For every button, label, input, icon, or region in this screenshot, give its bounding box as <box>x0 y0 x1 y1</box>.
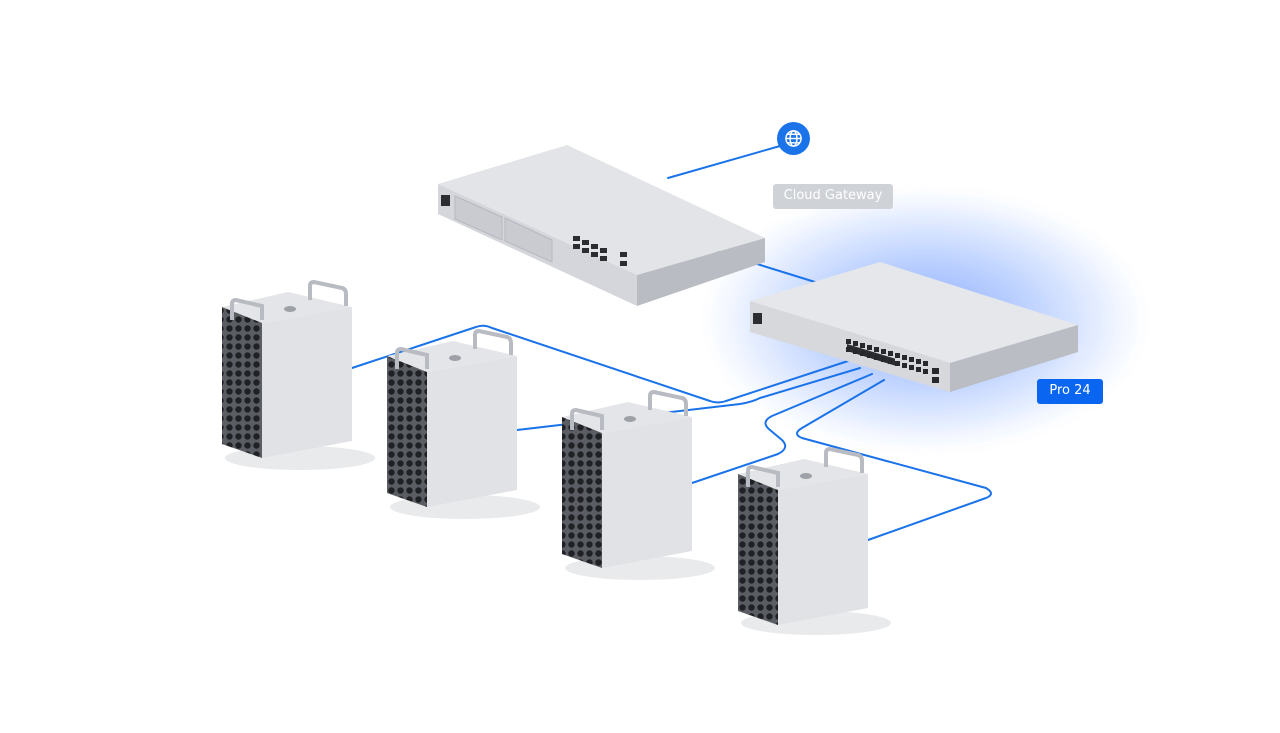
tower-server-2 <box>387 328 540 519</box>
link-switch-server-3 <box>691 373 873 484</box>
globe-icon <box>777 122 810 155</box>
tower-server-1 <box>222 279 375 470</box>
link-gateway-internet <box>667 145 781 179</box>
tower-server-4 <box>738 446 891 635</box>
link-switch-server-2 <box>516 367 861 431</box>
link-switch-server-4 <box>796 379 992 541</box>
link-switch-server-1 <box>351 324 849 404</box>
pro-24-label: Pro 24 <box>1037 379 1103 404</box>
cloud-gateway-label: Cloud Gateway <box>773 184 893 209</box>
tower-server-3 <box>562 389 715 580</box>
cloud-gateway-device <box>438 145 765 306</box>
pro-24-switch-device <box>750 262 1078 392</box>
